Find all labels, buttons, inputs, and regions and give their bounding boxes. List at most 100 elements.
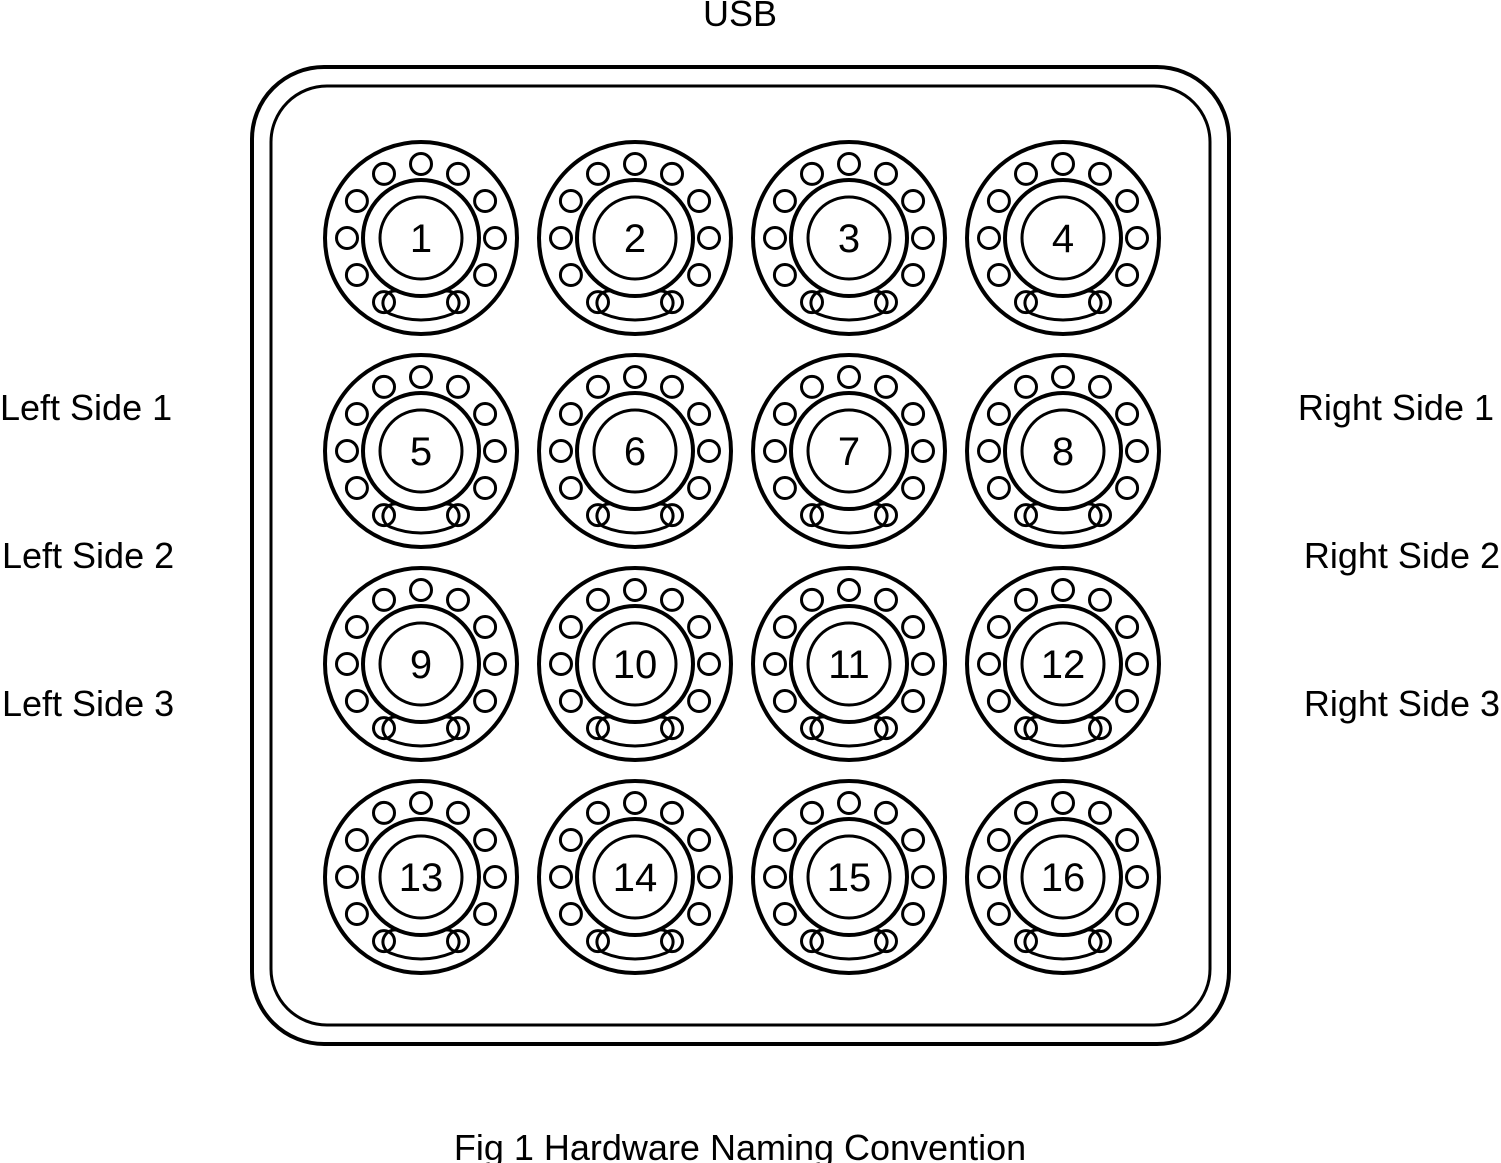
knob-slot xyxy=(1023,502,1103,535)
led-indicator xyxy=(660,161,684,186)
led-indicator xyxy=(837,365,861,389)
encoder-1[interactable]: 1 xyxy=(323,140,519,336)
encoder-11[interactable]: 11 xyxy=(751,566,947,762)
led-indicator xyxy=(901,263,926,287)
knob-cap xyxy=(1020,621,1106,707)
led-indicator xyxy=(473,189,498,213)
led-indicator xyxy=(800,290,824,315)
led-indicator xyxy=(446,161,470,186)
encoder-6[interactable]: 6 xyxy=(537,353,733,549)
led-indicator xyxy=(901,689,926,713)
knob-slot xyxy=(1023,289,1103,322)
led-indicator xyxy=(1115,689,1140,713)
led-indicator xyxy=(558,263,583,287)
led-indicator xyxy=(409,791,433,815)
led-indicator xyxy=(874,290,898,315)
led-indicator xyxy=(1051,365,1075,389)
encoder-7[interactable]: 7 xyxy=(751,353,947,549)
encoder-16[interactable]: 16 xyxy=(965,779,1161,975)
encoder-5[interactable]: 5 xyxy=(323,353,519,549)
led-indicator xyxy=(697,439,721,463)
knob-cap xyxy=(1020,195,1106,281)
encoder-9[interactable]: 9 xyxy=(323,566,519,762)
encoder-number-label: 12 xyxy=(1041,643,1086,687)
led-indicator xyxy=(1125,439,1149,463)
led-indicator xyxy=(901,902,926,926)
led-indicator xyxy=(473,902,498,926)
led-indicator xyxy=(901,615,926,639)
led-indicator xyxy=(335,226,359,250)
led-indicator xyxy=(335,865,359,889)
led-indicator xyxy=(763,865,787,889)
led-indicator xyxy=(911,652,935,676)
encoder-outer-ring xyxy=(323,353,519,549)
led-indicator xyxy=(977,865,1001,889)
knob-slot xyxy=(809,928,889,961)
encoder-number-label: 13 xyxy=(399,856,444,900)
led-indicator xyxy=(687,902,712,926)
encoder-12[interactable]: 12 xyxy=(965,566,1161,762)
led-indicator xyxy=(344,902,369,926)
led-indicator xyxy=(473,476,498,500)
led-indicator xyxy=(586,587,610,612)
led-indicator xyxy=(687,615,712,639)
knob-cap xyxy=(378,621,464,707)
encoder-10[interactable]: 10 xyxy=(537,566,733,762)
knob-cap xyxy=(378,834,464,920)
knob-cap xyxy=(592,408,678,494)
device-inner-frame xyxy=(269,84,1212,1027)
led-indicator xyxy=(344,615,369,639)
right-side-2-label: Right Side 2 xyxy=(1304,535,1500,576)
led-indicator xyxy=(344,476,369,500)
encoder-3[interactable]: 3 xyxy=(751,140,947,336)
led-indicator xyxy=(1115,902,1140,926)
led-indicator xyxy=(800,161,824,186)
encoder-8[interactable]: 8 xyxy=(965,353,1161,549)
encoder-number-label: 7 xyxy=(838,430,860,474)
knob-slot xyxy=(809,715,889,748)
encoder-15[interactable]: 15 xyxy=(751,779,947,975)
led-indicator xyxy=(1088,503,1112,528)
led-indicator xyxy=(409,365,433,389)
led-indicator xyxy=(660,716,684,741)
encoder-13[interactable]: 13 xyxy=(323,779,519,975)
led-indicator xyxy=(986,263,1011,287)
encoder-14[interactable]: 14 xyxy=(537,779,733,975)
led-indicator xyxy=(687,263,712,287)
encoder-4[interactable]: 4 xyxy=(965,140,1161,336)
led-indicator xyxy=(1088,374,1112,399)
led-indicator xyxy=(911,865,935,889)
knob-slot xyxy=(381,928,461,961)
encoder-number-label: 16 xyxy=(1041,856,1086,900)
encoder-number-label: 1 xyxy=(410,217,432,261)
knob-slot xyxy=(381,289,461,322)
led-indicator xyxy=(874,929,898,954)
led-indicator xyxy=(446,929,470,954)
encoder-2[interactable]: 2 xyxy=(537,140,733,336)
led-indicator xyxy=(409,152,433,176)
encoder-number-label: 8 xyxy=(1052,430,1074,474)
led-indicator xyxy=(1088,161,1112,186)
right-side-3-label: Right Side 3 xyxy=(1304,683,1500,724)
encoder-outer-ring xyxy=(751,353,947,549)
led-indicator xyxy=(660,503,684,528)
led-indicator xyxy=(660,290,684,315)
led-indicator xyxy=(558,476,583,500)
led-indicator xyxy=(687,476,712,500)
led-indicator xyxy=(558,402,583,426)
led-indicator xyxy=(874,587,898,612)
led-indicator xyxy=(874,161,898,186)
led-indicator xyxy=(586,374,610,399)
knob-slot xyxy=(1023,715,1103,748)
led-indicator xyxy=(558,189,583,213)
encoder-number-label: 14 xyxy=(613,856,658,900)
led-indicator xyxy=(344,828,369,852)
knob-slot xyxy=(595,715,675,748)
left-side-2-label: Left Side 2 xyxy=(2,535,174,576)
knob-cap xyxy=(592,621,678,707)
led-indicator xyxy=(986,615,1011,639)
led-indicator xyxy=(483,652,507,676)
encoder-outer-ring xyxy=(323,140,519,336)
led-indicator xyxy=(1115,402,1140,426)
left-side-3-label: Left Side 3 xyxy=(2,683,174,724)
